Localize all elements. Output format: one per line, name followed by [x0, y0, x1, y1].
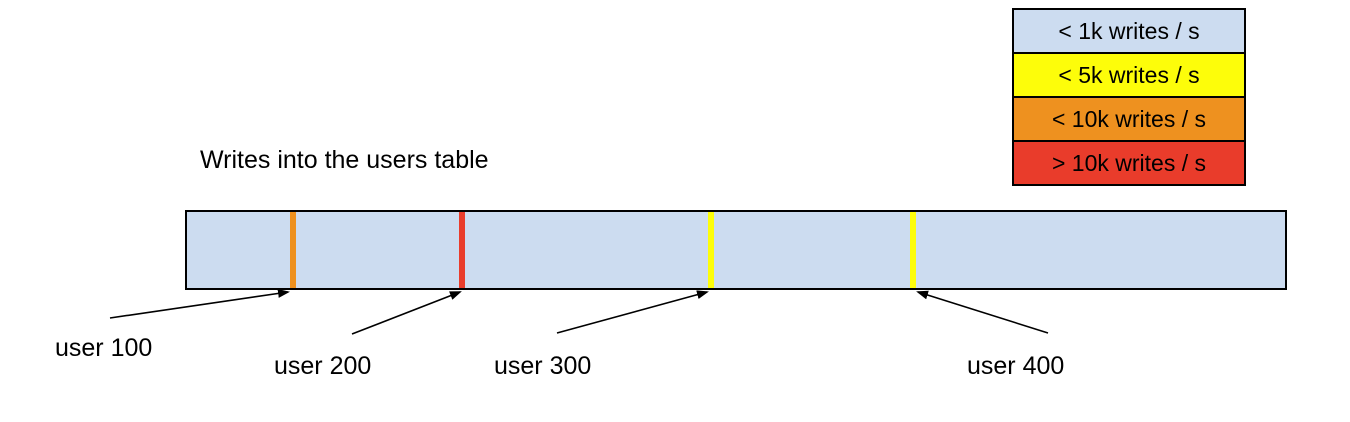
user-300-label: user 300 — [494, 352, 592, 380]
legend: < 1k writes / s < 5k writes / s < 10k wr… — [1012, 8, 1246, 186]
legend-item-gt-10k: > 10k writes / s — [1012, 140, 1246, 186]
user-400-marker — [910, 212, 916, 288]
legend-item-label: < 5k writes / s — [1058, 61, 1200, 88]
arrow-user-100 — [109, 288, 290, 319]
legend-item-lt-1k: < 1k writes / s — [1012, 8, 1246, 54]
arrow-user-200 — [351, 291, 462, 335]
user-200-marker — [459, 212, 465, 288]
legend-item-label: < 10k writes / s — [1051, 105, 1207, 132]
users-table-bar — [185, 210, 1287, 290]
legend-item-label: > 10k writes / s — [1051, 149, 1207, 176]
arrow-user-400 — [916, 290, 1049, 334]
legend-item-lt-5k: < 5k writes / s — [1012, 52, 1246, 98]
legend-item-lt-10k: < 10k writes / s — [1012, 96, 1246, 142]
legend-item-label: < 1k writes / s — [1058, 17, 1200, 44]
diagram-title: Writes into the users table — [200, 146, 489, 174]
user-300-marker — [708, 212, 714, 288]
arrow-user-300 — [556, 290, 709, 334]
user-100-label: user 100 — [55, 334, 153, 362]
user-400-label: user 400 — [967, 352, 1065, 380]
user-200-label: user 200 — [274, 352, 372, 380]
user-100-marker — [290, 212, 296, 288]
